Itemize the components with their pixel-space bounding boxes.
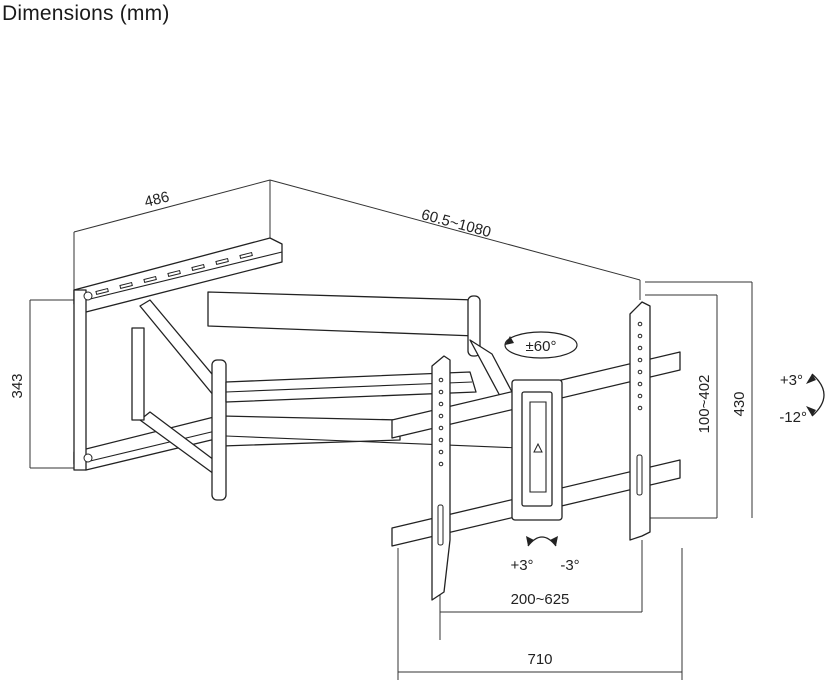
- bracket-height-label: 430: [731, 391, 748, 416]
- bracket-width-label: 710: [527, 651, 552, 668]
- tilt-up-label: +3°: [780, 372, 803, 389]
- rail-holes: [437, 321, 643, 546]
- vesa-horizontal-label: 200~625: [511, 591, 570, 608]
- vesa-vertical-label: 100~402: [696, 375, 713, 434]
- wall-plate-width-label: 486: [143, 188, 171, 211]
- level-minus-label: -3°: [560, 557, 579, 574]
- extension-label: 60.5~1080: [420, 206, 493, 241]
- support-arms: [131, 291, 521, 501]
- swivel-label: ±60°: [526, 338, 557, 355]
- diagram-title: Dimensions (mm): [2, 2, 170, 25]
- tilt-down-label: -12°: [779, 409, 807, 426]
- tilt-indicator: +3° -12°: [779, 372, 825, 426]
- wall-plate-height-label: 343: [9, 373, 26, 398]
- level-plus-label: +3°: [510, 557, 533, 574]
- level-indicator: +3° -3°: [510, 536, 580, 574]
- wall-plate-slots: [83, 251, 253, 463]
- swivel-indicator: ±60°: [504, 331, 578, 359]
- dimension-lines: [29, 179, 753, 680]
- wall-plate: [73, 237, 283, 471]
- tv-bracket: [391, 301, 681, 601]
